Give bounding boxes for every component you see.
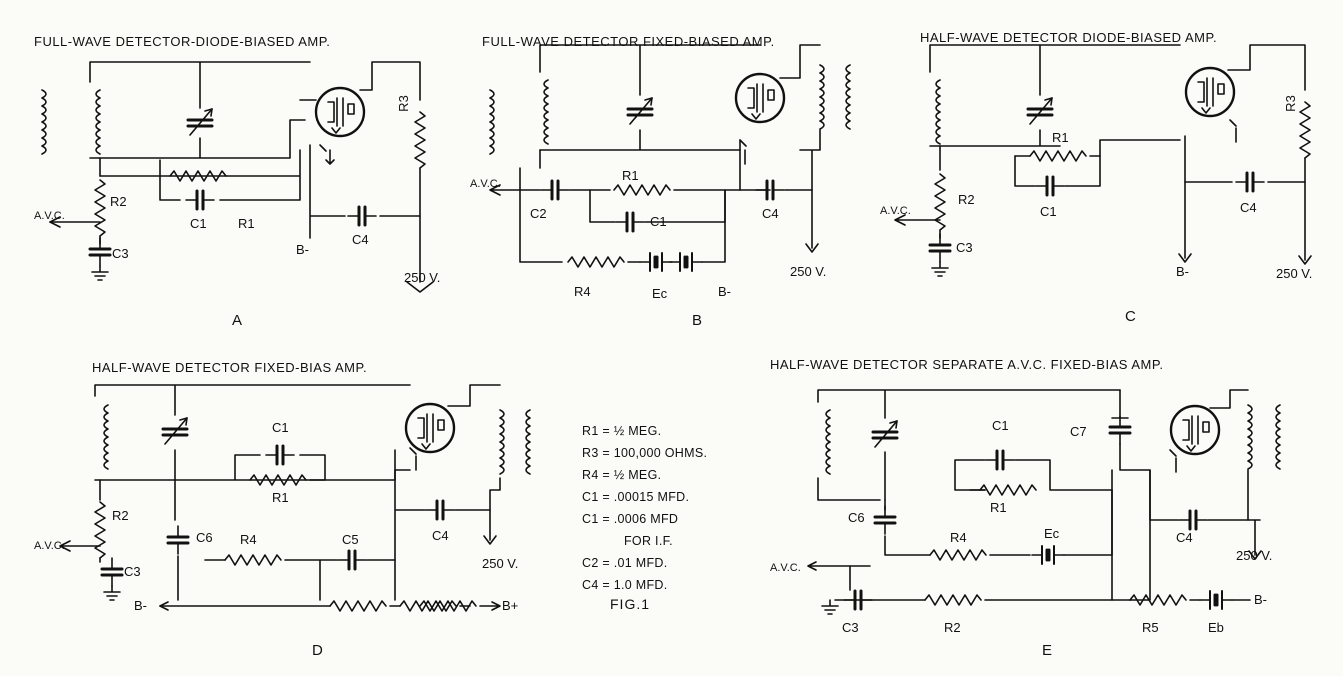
panel-b-label-c2: C2 [530, 206, 547, 221]
panel-d-label-c6: C6 [196, 530, 213, 545]
panel-b-label-avc: A.V.C. [470, 178, 501, 190]
panel-a-label-c1: C1 [190, 216, 207, 231]
legend-line-4: C1 = .00015 MFD. [582, 490, 690, 504]
panel-c-letter: C [1125, 308, 1136, 325]
panel-d-title: HALF-WAVE DETECTOR FIXED-BIAS AMP. [92, 360, 368, 375]
panel-e-label-r5: R5 [1142, 620, 1159, 635]
panel-b-circuit [489, 44, 851, 273]
panel-b-label-r4: R4 [574, 284, 591, 299]
panel-d-label-c5: C5 [342, 532, 359, 547]
panel-c-label-c3: C3 [956, 240, 973, 255]
panel-e-label-c4: C4 [1176, 530, 1193, 545]
panel-d-label-c1: C1 [272, 420, 289, 435]
panel-e-label-bminus: B- [1254, 592, 1267, 607]
legend-line-6: FOR I.F. [624, 534, 673, 548]
panel-b-letter: B [692, 312, 703, 329]
panel-a-label-r3: R3 [395, 95, 411, 112]
panel-a-label-250v: 250 V. [404, 270, 441, 285]
panel-e-label-250v: 250 V. [1236, 548, 1273, 563]
panel-a-letter: A [232, 312, 243, 329]
panel-d-letter: D [312, 642, 323, 659]
panel-c-label-c1: C1 [1040, 204, 1057, 219]
legend-line-3: R4 = ½ MEG. [582, 468, 662, 482]
panel-a-label-r2: R2 [110, 194, 127, 209]
legend-line-8: C4 = 1.0 MFD. [582, 578, 668, 592]
panel-a-circuit [41, 61, 434, 293]
panel-e-label-r4: R4 [950, 530, 967, 545]
legend-line-1: R1 = ½ MEG. [582, 424, 662, 438]
panel-e-label-c6: C6 [848, 510, 865, 525]
panel-b-label-250v: 250 V. [790, 264, 827, 279]
panel-e-title: HALF-WAVE DETECTOR SEPARATE A.V.C. FIXED… [770, 357, 1164, 372]
panel-c-label-r3: R3 [1282, 95, 1298, 112]
panel-c-label-c4: C4 [1240, 200, 1257, 215]
panel-c-label-bminus: B- [1176, 264, 1189, 279]
legend-line-2: R3 = 100,000 OHMS. [582, 446, 708, 460]
panel-e-letter: E [1042, 642, 1053, 659]
panel-d-label-250v: 250 V. [482, 556, 519, 571]
panel-b-label-ec: Ec [652, 286, 668, 301]
panel-a-label-c3: C3 [112, 246, 129, 261]
panel-d-label-r4: R4 [240, 532, 257, 547]
panel-e-label-c7: C7 [1070, 424, 1087, 439]
panel-a-label-r1: R1 [238, 216, 255, 231]
panel-e-circuit [807, 389, 1281, 615]
legend-line-5: C1 = .0006 MFD [582, 512, 679, 526]
panel-e-label-c3: C3 [842, 620, 859, 635]
panel-c-label-avc: A.V.C. [880, 205, 911, 217]
panel-b-label-c1: C1 [650, 214, 667, 229]
panel-d-label-c3: C3 [124, 564, 141, 579]
panel-a-title: FULL-WAVE DETECTOR-DIODE-BIASED AMP. [34, 34, 331, 49]
panel-c-label-r2: R2 [958, 192, 975, 207]
panel-d-circuit [59, 384, 531, 612]
panel-e-label-eb: Eb [1208, 620, 1224, 635]
figure-caption: FIG.1 [610, 596, 651, 612]
component-values-legend: R1 = ½ MEG. R3 = 100,000 OHMS. R4 = ½ ME… [582, 420, 707, 596]
panel-c-circuit [894, 44, 1312, 277]
panel-d-label-c4: C4 [432, 528, 449, 543]
panel-d-label-avc: A.V.C. [34, 540, 65, 552]
panel-d-label-bplus: B+ [502, 598, 519, 613]
panel-b-title: FULL-WAVE DETECTOR FIXED-BIASED AMP. [482, 34, 775, 49]
panel-b-label-r1: R1 [622, 168, 639, 183]
panel-b-label-bminus: B- [718, 284, 731, 299]
panel-d-label-r1: R1 [272, 490, 289, 505]
legend-line-7: C2 = .01 MFD. [582, 556, 668, 570]
panel-c-title: HALF-WAVE DETECTOR DIODE-BIASED AMP. [920, 30, 1218, 45]
panel-a-label-avc: A.V.C. [34, 210, 65, 222]
panel-a-label-c4: C4 [352, 232, 369, 247]
panel-c-label-r1: R1 [1052, 130, 1069, 145]
panel-e-label-r2: R2 [944, 620, 961, 635]
panel-b-label-c4: C4 [762, 206, 779, 221]
panel-a-label-bminus: B- [296, 242, 309, 257]
panel-e-label-avc: A.V.C. [770, 562, 801, 574]
panel-e-label-r1: R1 [990, 500, 1007, 515]
panel-c-label-250v: 250 V. [1276, 266, 1313, 281]
panel-d-label-r2: R2 [112, 508, 129, 523]
panel-e-label-c1: C1 [992, 418, 1009, 433]
panel-e-label-ec: Ec [1044, 526, 1060, 541]
panel-d-label-bminus: B- [134, 598, 147, 613]
